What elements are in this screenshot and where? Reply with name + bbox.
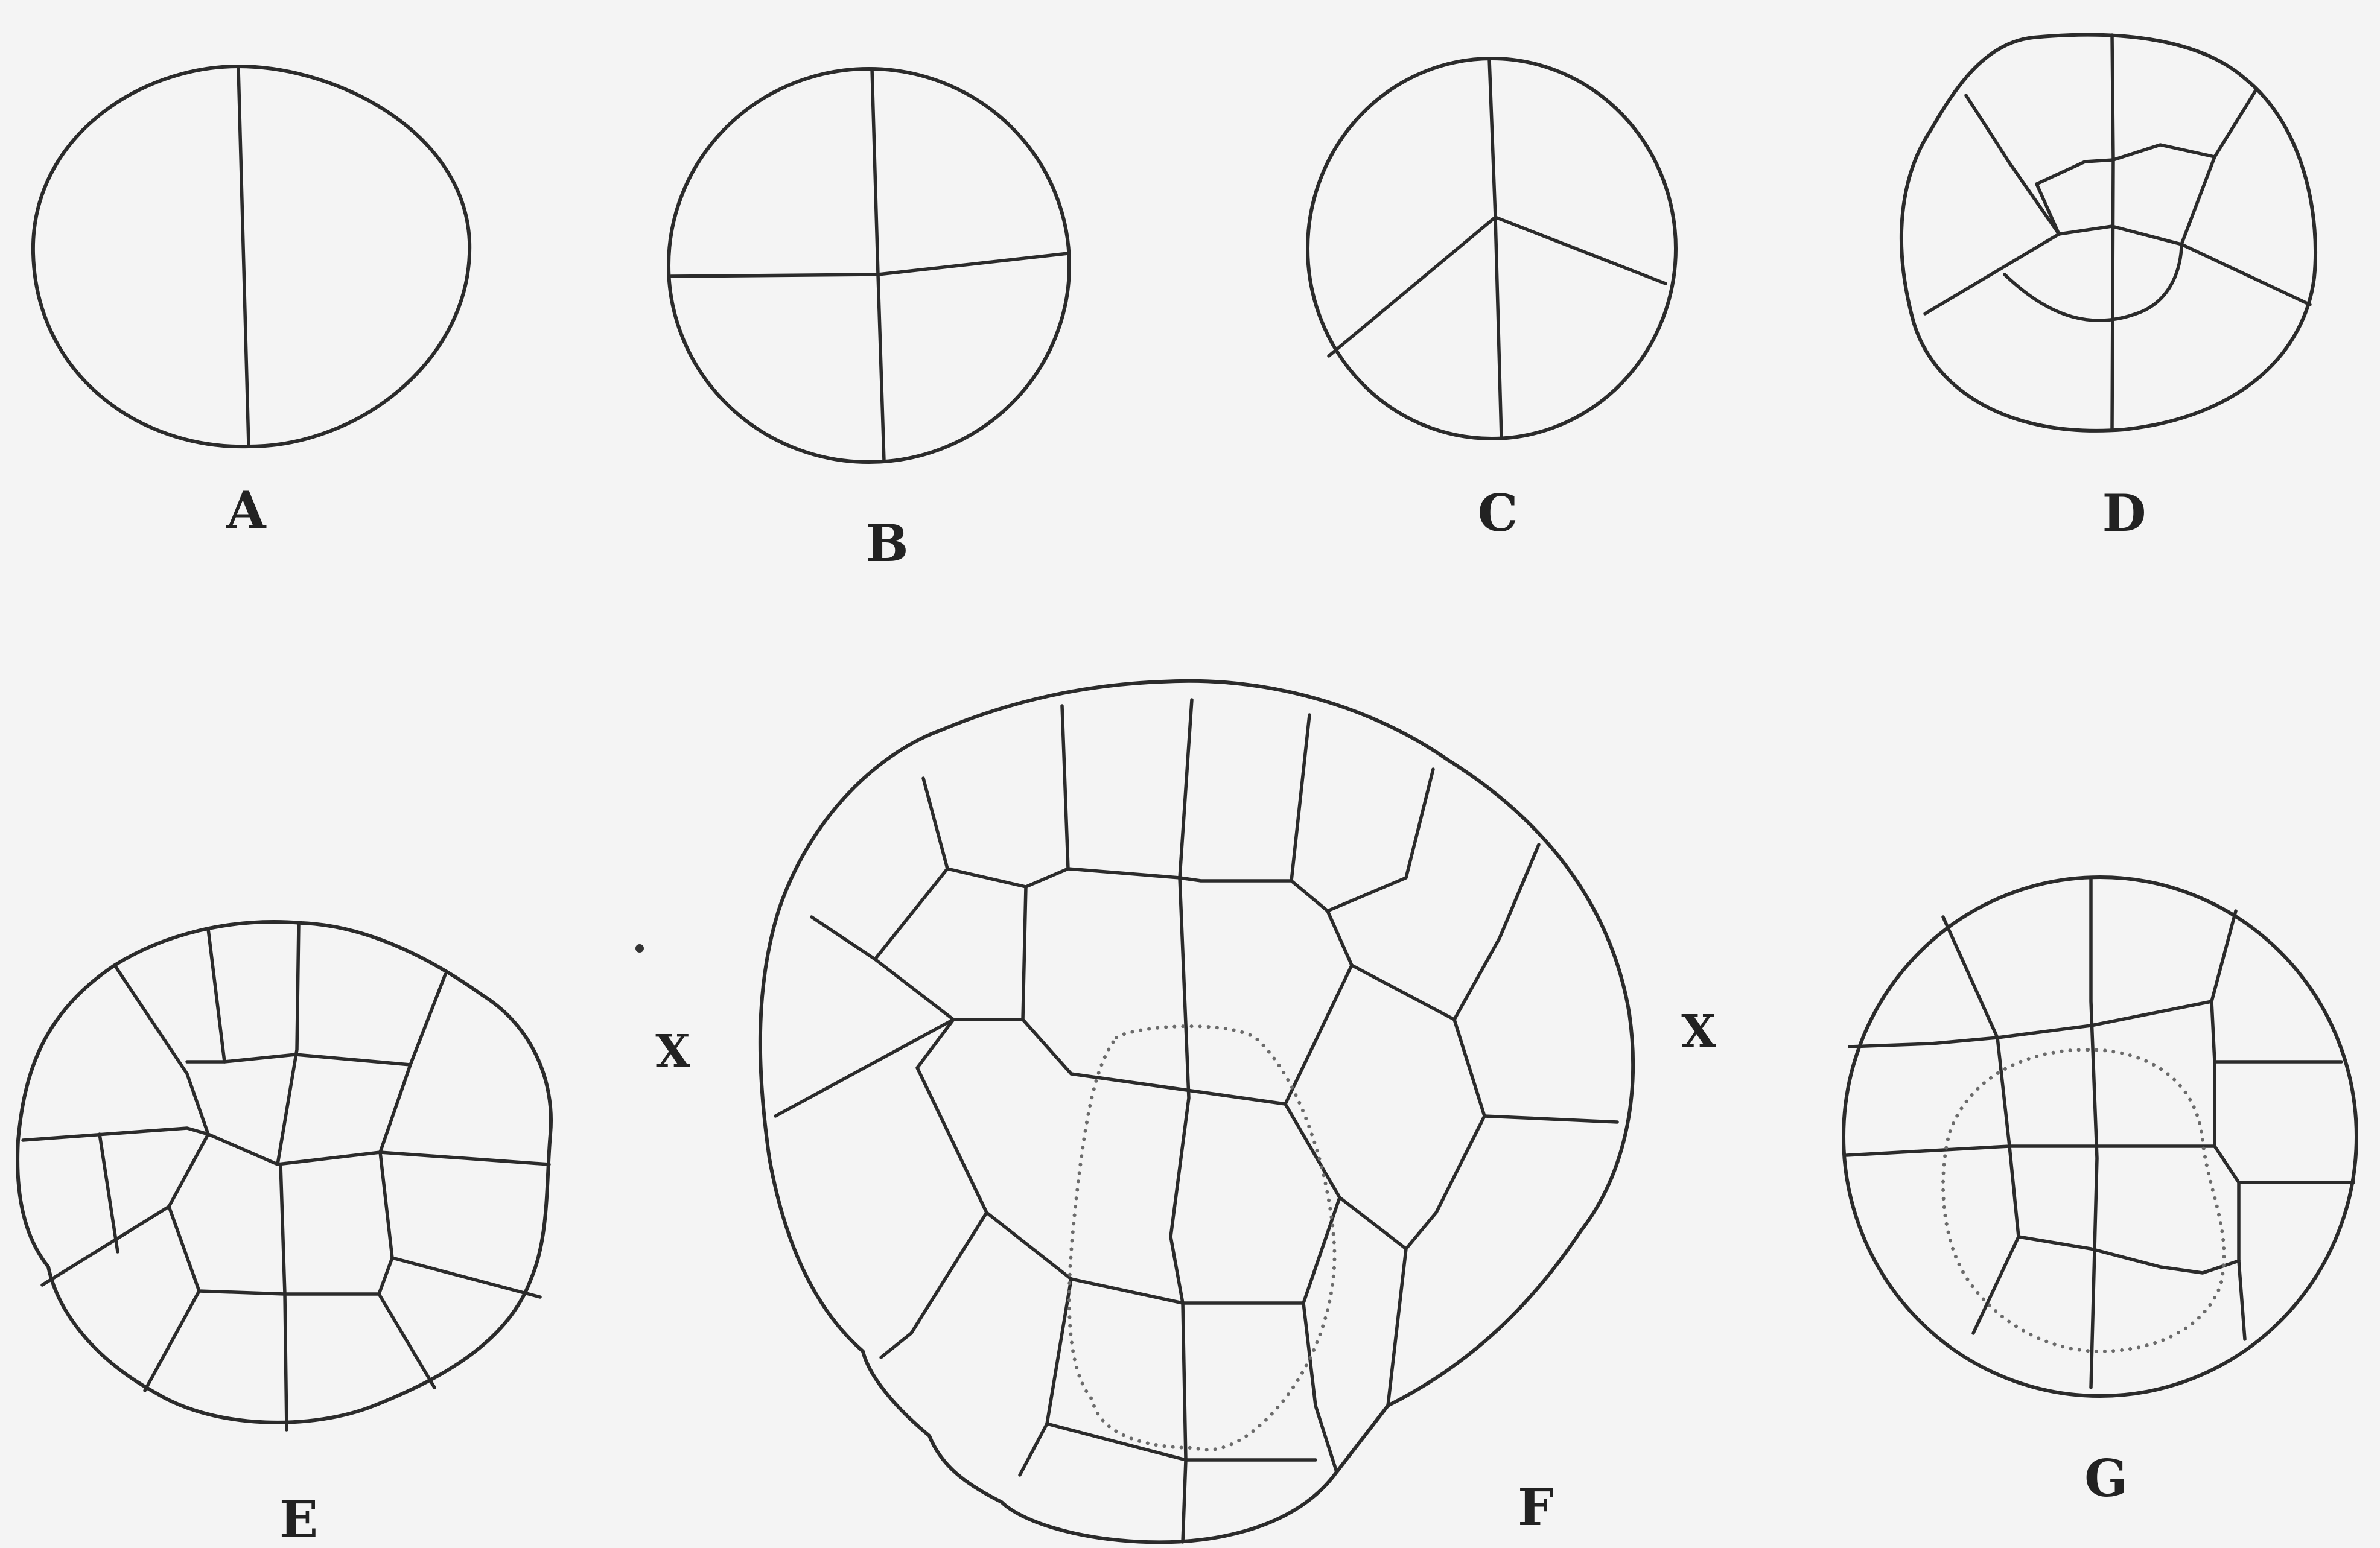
panel-f-wall-25 — [1047, 1424, 1316, 1460]
panel-e-wall-8 — [42, 1134, 208, 1285]
panel-g-outline — [1844, 877, 2356, 1396]
panel-g: G — [1844, 877, 2356, 1508]
panel-g-label: G — [2084, 1448, 2128, 1508]
panel-g-wall-9 — [2019, 1237, 2239, 1273]
panel-f-wall-22 — [1020, 1279, 1071, 1475]
panel-e: E — [18, 922, 551, 1548]
panel-f-wall-15 — [1285, 911, 1352, 1104]
panel-f-wall-13 — [1023, 1020, 1285, 1104]
panel-e-wall-3 — [278, 923, 299, 1164]
panel-d-wall-8 — [2005, 244, 2181, 320]
panel-c-label: C — [1478, 483, 1518, 543]
panel-e-label: E — [279, 1489, 318, 1548]
panel-c-division-3 — [1495, 217, 1666, 284]
panel-c: C — [1308, 59, 1676, 543]
panel-a: A — [33, 66, 469, 540]
panel-d-wall-2 — [1966, 95, 2059, 234]
panel-e-wall-2 — [208, 929, 224, 1062]
panel-e-wall-10 — [392, 1258, 540, 1297]
panel-f-wall-18 — [1285, 1104, 1406, 1249]
panel-e-wall-4 — [380, 974, 445, 1258]
panel-f-wall-3 — [1180, 700, 1192, 878]
panel-g-wall-5 — [1850, 1038, 1997, 1047]
panel-d: D — [1901, 35, 2315, 543]
panel-c-division-1 — [1489, 59, 1501, 438]
panel-f-wall-4 — [1291, 715, 1328, 911]
panel-g-wall-4 — [1997, 1001, 2212, 1038]
panel-a-outline — [33, 66, 469, 446]
panel-e-wall-7 — [100, 1134, 118, 1252]
panel-f-wall-2 — [1062, 706, 1068, 869]
axis-dot — [635, 944, 644, 953]
panel-f-wall-11 — [775, 1020, 953, 1116]
panel-f-wall-12 — [917, 1020, 987, 1213]
panel-g-wall-2 — [1943, 917, 2019, 1333]
panel-a-label: A — [226, 480, 267, 540]
panel-e-wall-5 — [187, 1055, 410, 1065]
panel-g-wall-1 — [2091, 878, 2097, 1388]
panel-b-division-horizontal — [671, 253, 1068, 276]
panel-e-wall-9 — [169, 1207, 392, 1294]
panel-d-label: D — [2102, 483, 2146, 543]
panel-f: F — [760, 681, 1633, 1543]
panel-b-division-vertical — [872, 69, 884, 461]
panel-b-outline — [669, 69, 1069, 462]
panel-f-wall-23 — [1183, 1303, 1186, 1542]
panel-f-wall-8 — [875, 869, 1291, 959]
panel-d-wall-1 — [2112, 35, 2113, 430]
panel-f-outline — [760, 681, 1633, 1543]
panel-f-wall-9 — [875, 959, 953, 1020]
panel-f-wall-17 — [1454, 1020, 1617, 1122]
axis-mark-right: X — [1681, 1006, 1716, 1058]
panel-f-wall-24 — [1303, 1303, 1337, 1472]
panel-g-wall-10 — [2239, 1261, 2245, 1339]
panel-f-wall-1 — [923, 778, 947, 869]
panel-c-division-2 — [1329, 217, 1495, 356]
panel-f-wall-20 — [881, 1213, 987, 1357]
panel-d-wall-3 — [2181, 90, 2256, 244]
panel-a-division — [238, 68, 249, 445]
panel-f-wall-5 — [1328, 769, 1433, 911]
panel-b-label: B — [866, 513, 909, 573]
panel-g-wall-7 — [1847, 1146, 2215, 1155]
panel-d-wall-4 — [2037, 145, 2215, 184]
panel-b: B — [669, 69, 1069, 573]
panel-f-wall-19 — [1388, 1116, 1484, 1406]
panel-f-label: F — [1518, 1477, 1554, 1537]
panel-f-wall-21 — [987, 1197, 1340, 1303]
panel-f-wall-16 — [1352, 938, 1500, 1020]
panel-f-dotted-region — [1069, 1026, 1335, 1450]
panel-e-wall-1 — [115, 965, 208, 1134]
panel-e-wall-13 — [379, 1294, 434, 1388]
panel-f-wall-10 — [953, 887, 1026, 1020]
panel-f-wall-6 — [1500, 845, 1539, 938]
panel-e-wall-12 — [145, 1291, 199, 1391]
panel-d-wall-7 — [2181, 244, 2310, 305]
panel-e-wall-11 — [281, 1164, 287, 1430]
panel-g-wall-3 — [2212, 911, 2239, 1261]
panel-f-wall-7 — [812, 917, 875, 959]
axis-mark-left: X — [655, 1026, 690, 1077]
